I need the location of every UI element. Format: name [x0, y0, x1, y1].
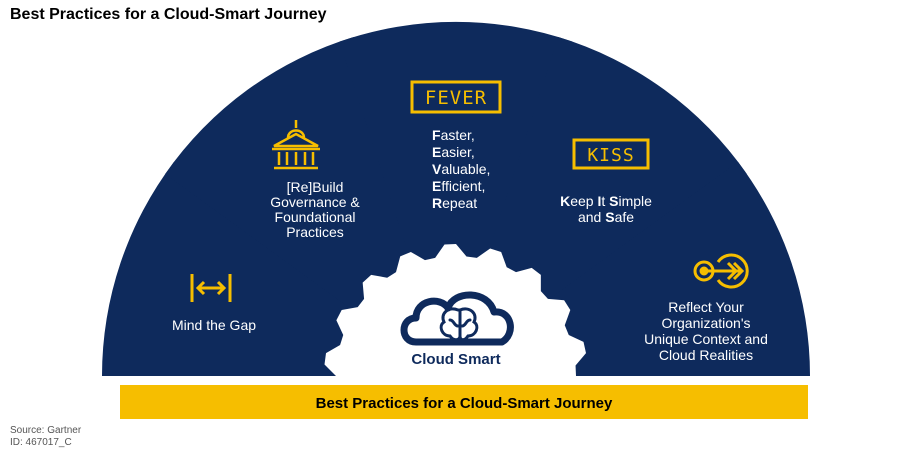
- fan-segment-4: [483, 37, 747, 317]
- svg-text:Faster,: Faster,: [432, 127, 475, 143]
- svg-text:Best Practices for a Cloud-Sma: Best Practices for a Cloud-Smart Journey: [316, 395, 613, 412]
- svg-text:and Safe: and Safe: [578, 209, 634, 225]
- segment-2-label: [Re]Build Governance & Foundational Prac…: [270, 179, 360, 240]
- bottom-banner: Best Practices for a Cloud-Smart Journey: [120, 385, 808, 419]
- svg-text:Practices: Practices: [286, 224, 344, 240]
- svg-text:Repeat: Repeat: [432, 195, 477, 211]
- fan-segment-1: [101, 161, 370, 376]
- segment-1-label: Mind the Gap: [172, 317, 256, 333]
- fan-segment-5: [542, 161, 810, 376]
- page-title: Best Practices for a Cloud-Smart Journey: [10, 6, 327, 23]
- fan-segments: [101, 21, 810, 376]
- cloud-brain-icon: [400, 291, 514, 346]
- segment-4-label: Keep It Simple and Safe: [560, 193, 652, 225]
- svg-text:Cloud Realities: Cloud Realities: [659, 347, 753, 363]
- source-note: Source: Gartner: [10, 425, 82, 436]
- kiss-badge: KISS: [572, 138, 650, 170]
- svg-text:Reflect Your: Reflect Your: [668, 299, 744, 315]
- center-label: Cloud Smart: [411, 351, 500, 368]
- svg-text:Easier,: Easier,: [432, 144, 475, 160]
- svg-text:Organization's: Organization's: [661, 315, 750, 331]
- segment-5-label: Reflect Your Organization's Unique Conte…: [644, 299, 768, 363]
- svg-text:Valuable,: Valuable,: [432, 161, 490, 177]
- svg-text:Keep It Simple: Keep It Simple: [560, 193, 652, 209]
- target-icon: [693, 253, 749, 289]
- svg-text:KISS: KISS: [587, 145, 634, 166]
- document-id: ID: 467017_C: [10, 437, 72, 448]
- svg-text:Efficient,: Efficient,: [432, 178, 485, 194]
- svg-text:Unique Context and: Unique Context and: [644, 331, 768, 347]
- svg-text:Governance &: Governance &: [270, 194, 360, 210]
- segment-3-label: Faster, Easier, Valuable, Efficient, Rep…: [432, 127, 490, 211]
- footer: Source: Gartner ID: 467017_C: [10, 425, 81, 449]
- svg-text:Foundational: Foundational: [275, 209, 356, 225]
- government-building-icon: [272, 120, 320, 170]
- fever-badge: FEVER: [410, 80, 502, 114]
- gap-arrows-icon: [190, 274, 232, 302]
- svg-text:FEVER: FEVER: [425, 87, 487, 109]
- svg-text:[Re]Build: [Re]Build: [287, 179, 344, 195]
